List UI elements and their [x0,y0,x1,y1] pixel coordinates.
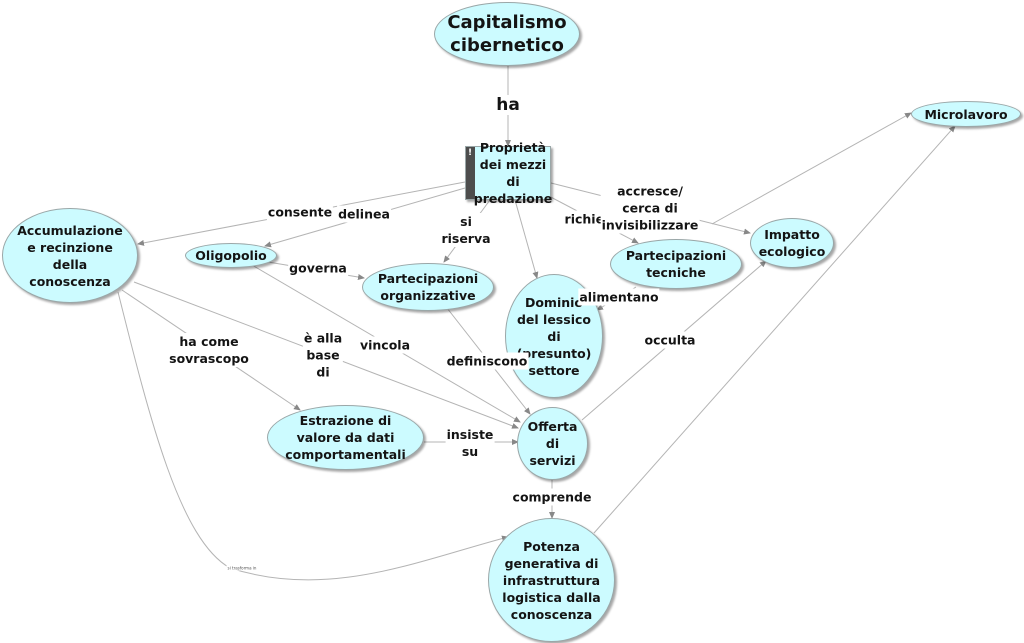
link-label-insiste-su[interactable]: insiste su [445,426,495,460]
edge-to-dominio [514,199,539,279]
link-label-vincola[interactable]: vincola [358,336,412,354]
node-proprieta-mezzi-predazione[interactable]: ! Proprietà dei mezzi di predazione [465,140,552,206]
node-microlavoro[interactable]: Microlavoro [911,101,1021,127]
alert-icon: ! [468,148,473,158]
marker-bar: ! [466,147,475,199]
node-offerta-servizi[interactable]: Offerta di servizi [517,407,588,480]
link-label-ha-come-sovrascopo[interactable]: ha come sovrascopo [168,333,250,367]
link-label-consente[interactable]: consente [266,203,334,221]
link-label-si-riserva[interactable]: si riserva [440,213,492,247]
link-label-accresce[interactable]: accresce/ cerca di invisibilizzare [600,182,700,234]
node-label: Proprietà dei mezzi di predazione [473,140,553,206]
link-label-delinea[interactable]: delinea [337,205,391,223]
link-label-comprende[interactable]: comprende [511,488,593,506]
link-label-alimentano[interactable]: alimentano [578,288,660,306]
node-impatto-ecologico[interactable]: Impatto ecologico [750,218,834,268]
node-accumulazione[interactable]: Accumulazione e recinzione della conosce… [2,208,138,303]
edge-impatto-microlavoro [711,112,912,225]
node-partecipazioni-tecniche[interactable]: Partecipazioni tecniche [610,239,742,289]
link-label-governa[interactable]: governa [288,259,348,277]
link-label-occulta[interactable]: occulta [643,331,697,349]
node-oligopolio[interactable]: Oligopolio [185,243,277,268]
edge-potenza-microlavoro [593,125,956,534]
link-label-alla-base-di[interactable]: è alla base di [302,329,344,381]
node-capitalismo-cibernetico[interactable]: Capitalismo cibernetico [434,2,580,66]
node-estrazione-valore[interactable]: Estrazione di valore da dati comportamen… [267,405,424,470]
node-potenza-generativa[interactable]: Potenza generativa di infrastruttura log… [488,518,615,642]
node-partecipazioni-organizzative[interactable]: Partecipazioni organizzative [362,263,494,311]
link-label-definiscono[interactable]: definiscono [445,352,529,370]
link-label-ha[interactable]: ha [495,95,521,115]
link-label-si-trasforma-in[interactable]: si trasforma in [226,565,258,571]
